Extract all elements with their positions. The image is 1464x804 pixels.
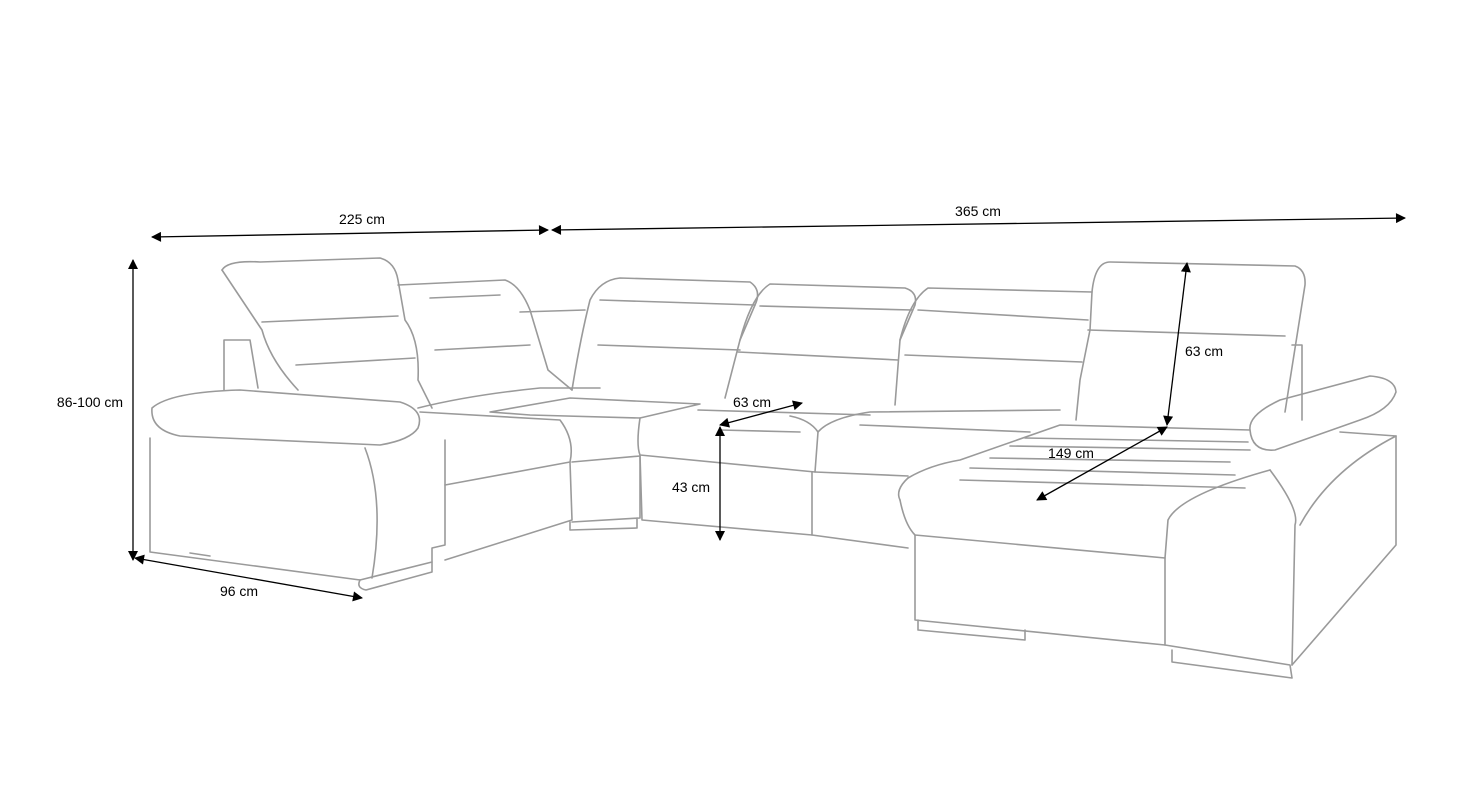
backrest-height-arrow (1163, 262, 1191, 426)
dimension-lines (128, 213, 1406, 602)
left-headrest (221, 257, 433, 409)
right-chaise (907, 424, 1251, 479)
label-right-width: 365 cm (955, 203, 1001, 219)
label-backrest-height: 63 cm (1185, 343, 1223, 359)
middle-backrests (571, 277, 759, 399)
left-chaise-base (149, 437, 446, 581)
seat-depth-arrow (719, 400, 803, 428)
label-chaise-length: 149 cm (1048, 445, 1094, 461)
label-depth: 96 cm (220, 583, 258, 599)
corner-seat (489, 397, 701, 419)
depth-arrow (134, 554, 363, 602)
right-armrest (1249, 375, 1397, 451)
left-armrest (151, 389, 421, 446)
label-seat-height: 43 cm (672, 479, 710, 495)
sofa-outline (149, 257, 1397, 679)
right-backrest (1091, 261, 1306, 413)
label-height: 86-100 cm (57, 394, 123, 410)
chaise-length-arrow (1036, 426, 1168, 501)
label-left-width: 225 cm (339, 211, 385, 227)
dimension-labels: 225 cm 365 cm 86-100 cm 96 cm 63 cm 43 c… (57, 203, 1223, 599)
width-left-arrow (151, 225, 549, 242)
width-right-arrow (551, 213, 1406, 235)
middle-seats (637, 415, 819, 473)
label-seat-depth: 63 cm (733, 394, 771, 410)
